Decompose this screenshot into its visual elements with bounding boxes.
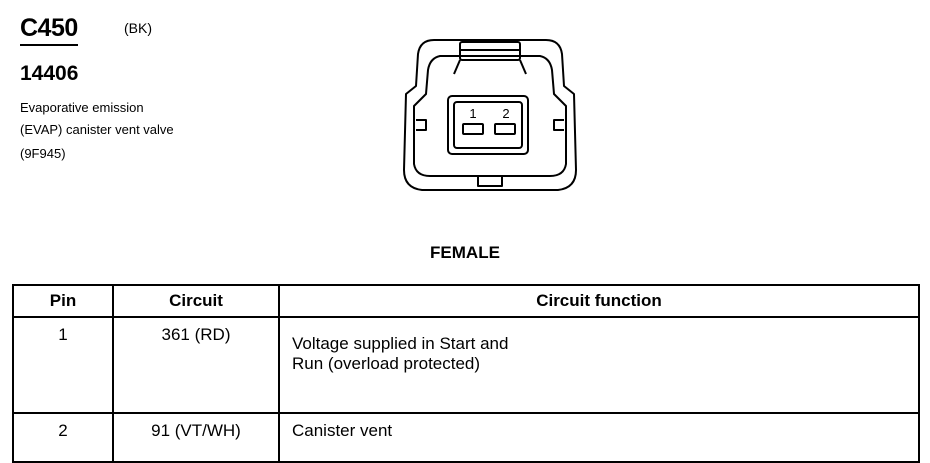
connector-id: C450 (20, 14, 78, 46)
connector-color: (BK) (124, 20, 152, 36)
cell-pin: 2 (12, 412, 114, 463)
terminal-cavity-block (447, 95, 529, 155)
function-line: Run (overload protected) (292, 354, 481, 373)
table-row: 2 91 (VT/WH) Canister vent (12, 412, 920, 463)
pin-table: Pin Circuit Circuit function 1 361 (RD) … (12, 284, 920, 463)
terminal-slot-2 (494, 123, 516, 135)
connector-inner-outline (413, 55, 567, 177)
cell-pin: 1 (12, 316, 114, 414)
part-number: 14406 (20, 62, 79, 85)
component-description-line: Evaporative emission (20, 100, 144, 115)
table-header-row: Pin Circuit Circuit function (12, 284, 920, 318)
function-line: Canister vent (292, 421, 393, 440)
header-pin: Pin (12, 284, 114, 318)
cell-circuit-function: Canister vent (278, 412, 920, 463)
header-circuit-function: Circuit function (278, 284, 920, 318)
connector-face-diagram: 1 2 (403, 39, 577, 191)
cell-circuit-function: Voltage supplied in Start and Run (overl… (278, 316, 920, 414)
table-row: 1 361 (RD) Voltage supplied in Start and… (12, 316, 920, 414)
side-notch-left (416, 119, 427, 131)
component-description-line: (9F945) (20, 146, 66, 161)
function-line: Voltage supplied in Start and (292, 334, 509, 353)
header-circuit: Circuit (112, 284, 280, 318)
connector-housing-outline (403, 39, 577, 191)
pin-label-1: 1 (469, 106, 476, 121)
terminal-slot-1 (462, 123, 484, 135)
connector-gender-label: FEMALE (430, 243, 500, 262)
component-description-line: (EVAP) canister vent valve (20, 122, 174, 137)
cell-circuit: 361 (RD) (112, 316, 280, 414)
pin-label-2: 2 (502, 106, 509, 121)
side-notch-right (553, 119, 564, 131)
cell-circuit: 91 (VT/WH) (112, 412, 280, 463)
bottom-key (477, 176, 503, 187)
